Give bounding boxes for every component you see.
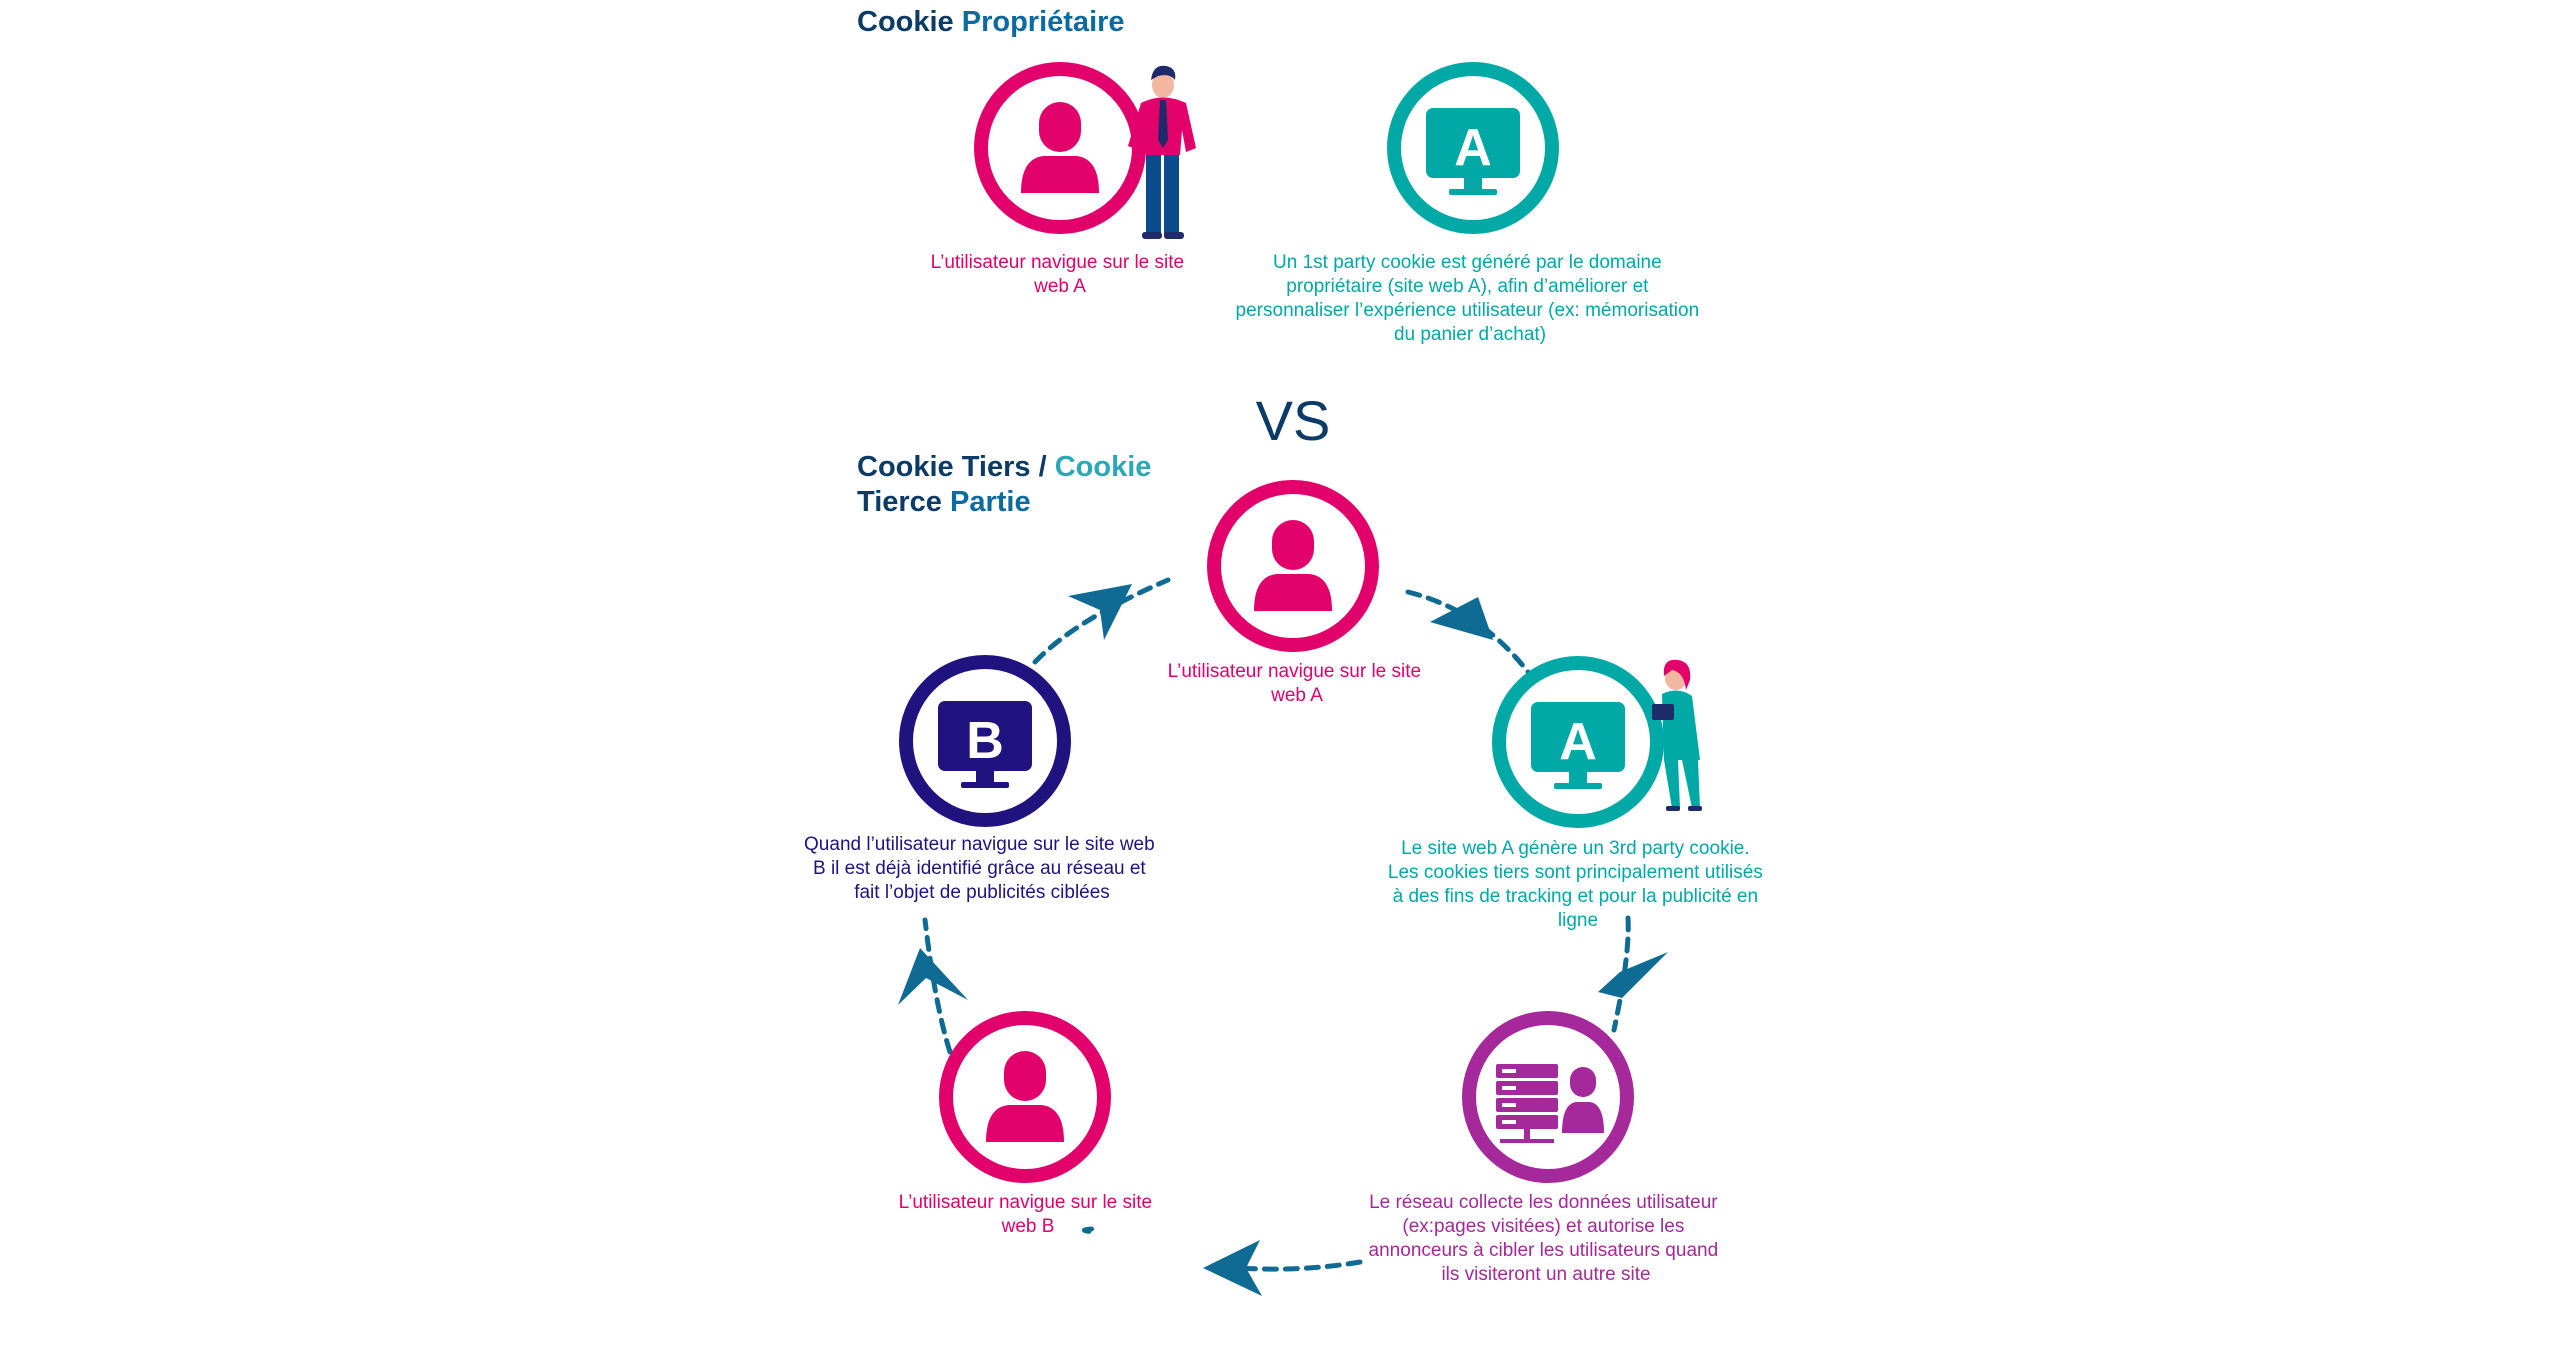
first-party-site-a-node: A xyxy=(1387,62,1559,234)
user-icon xyxy=(986,1051,1064,1142)
first-party-site-caption: Un 1st party cookie est généré par le do… xyxy=(1236,252,1705,345)
monitor-icon xyxy=(938,701,1032,788)
network-node xyxy=(1462,1011,1634,1183)
third-party-site-a-node: A xyxy=(1492,656,1664,828)
third-party-site-a-caption: Le site web A génère un 3rd party cookie… xyxy=(1388,838,1768,931)
network-caption: Le réseau collecte les données utilisate… xyxy=(1369,1192,1724,1285)
arrow-user-b-up xyxy=(922,917,953,1055)
user-icon xyxy=(1254,520,1332,611)
arrowhead-icon xyxy=(1598,952,1668,998)
man-illustration-icon xyxy=(1128,65,1196,239)
monitor-icon xyxy=(1531,702,1625,789)
arrowheads xyxy=(898,584,1668,1296)
third-party-user-b-caption: L’utilisateur navigue sur le site web B xyxy=(899,1192,1158,1237)
vs-label: VS xyxy=(1256,389,1331,452)
third-party-site-b-caption: Quand l’utilisateur navigue sur le site … xyxy=(804,834,1160,903)
arrowhead-icon xyxy=(1203,1240,1262,1296)
monitor-icon xyxy=(1426,108,1520,195)
woman-illustration-icon xyxy=(1652,659,1702,811)
arrowhead-icon xyxy=(898,948,968,1005)
third-party-user-b-node xyxy=(939,1011,1111,1183)
mask xyxy=(1095,1222,1125,1236)
arrow-network-to-user-b xyxy=(1237,1259,1363,1272)
site-a-letter: A xyxy=(1454,119,1492,177)
user-icon xyxy=(1021,102,1099,193)
third-party-user-a-node xyxy=(1207,480,1379,652)
arrowhead-icon xyxy=(1430,597,1493,640)
site-b-letter: B xyxy=(966,712,1004,770)
user-icon xyxy=(1562,1067,1604,1133)
third-party-site-b-node: B xyxy=(899,655,1071,827)
site-a-letter: A xyxy=(1559,713,1597,771)
first-party-user-caption: L’utilisateur navigue sur le site web A xyxy=(931,252,1190,297)
arrowhead-icon xyxy=(1068,584,1132,640)
third-party-title: Cookie Tiers / Cookie Tierce Partie xyxy=(857,451,1159,518)
first-party-title: Cookie Propriétaire xyxy=(857,6,1125,38)
arrow-site-b-to-user-a xyxy=(1032,577,1171,665)
third-party-user-a-caption: L’utilisateur navigue sur le site web A xyxy=(1168,661,1427,706)
server-icon xyxy=(1496,1064,1558,1143)
arrow-site-a-to-network xyxy=(1611,915,1631,1033)
first-party-user-node xyxy=(974,62,1146,234)
